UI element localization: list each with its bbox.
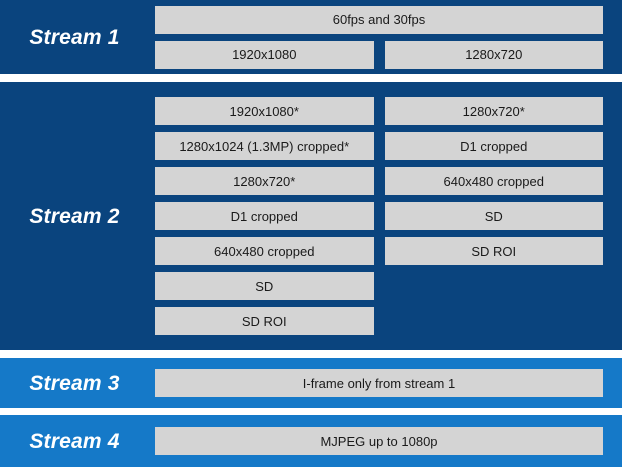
stream-1-left-item-0: 1920x1080 [155,40,374,69]
stream-2-left-item-3: D1 cropped [155,202,374,230]
stream-label-stream-4: Stream 4 [29,429,120,453]
stream-band-stream-2: Stream 2 1920x1080* 1280x1024 (1.3MP) cr… [0,82,622,350]
stream-2-left-item-6: SD ROI [155,307,374,335]
stream-1-left-column: 1920x1080 [155,40,374,69]
stream-2-right-spacer-0 [385,272,604,300]
stream-1-right-column: 1280x720 [384,40,603,69]
stream-2-right-spacer-1 [385,307,604,335]
stream-label-stream-2: Stream 2 [29,204,120,228]
stream-body-stream-2: 1920x1080* 1280x1024 (1.3MP) cropped* 12… [155,97,622,335]
stream-band-stream-4: Stream 4 MJPEG up to 1080p [0,415,622,467]
stream-band-stream-1: Stream 1 60fps and 30fps 1920x1080 1280x… [0,0,622,74]
stream-2-left-column: 1920x1080* 1280x1024 (1.3MP) cropped* 12… [155,97,374,335]
stream-2-left-item-2: 1280x720* [155,167,374,195]
stream-2-right-item-0: 1280x720* [384,97,603,125]
stream-4-header-cell: MJPEG up to 1080p [155,427,603,455]
stream-2-left-item-5: SD [155,272,374,300]
stream-2-left-item-1: 1280x1024 (1.3MP) cropped* [155,132,374,160]
stream-2-right-item-3: SD [384,202,603,230]
stream-3-header-cell: I-frame only from stream 1 [155,369,603,397]
stream-1-header-cell: 60fps and 30fps [155,5,603,34]
stream-label-stream-1: Stream 1 [29,25,120,49]
stream-2-right-column: 1280x720* D1 cropped 640x480 cropped SD … [384,97,604,335]
stream-1-right-item-0: 1280x720 [384,40,603,69]
stream-2-right-item-4: SD ROI [384,237,603,265]
stream-2-right-item-1: D1 cropped [384,132,603,160]
stream-2-columns: 1920x1080* 1280x1024 (1.3MP) cropped* 12… [155,97,603,335]
stream-body-stream-1: 60fps and 30fps 1920x1080 1280x720 [155,5,622,69]
stream-2-left-item-4: 640x480 cropped [155,237,374,265]
stream-1-columns: 1920x1080 1280x720 [155,40,603,69]
stream-band-stream-3: Stream 3 I-frame only from stream 1 [0,358,622,408]
stream-2-right-item-2: 640x480 cropped [384,167,603,195]
stream-2-left-item-0: 1920x1080* [155,97,374,125]
stream-body-stream-3: I-frame only from stream 1 [155,369,622,397]
stream-body-stream-4: MJPEG up to 1080p [155,427,622,455]
stream-label-stream-3: Stream 3 [29,371,120,395]
